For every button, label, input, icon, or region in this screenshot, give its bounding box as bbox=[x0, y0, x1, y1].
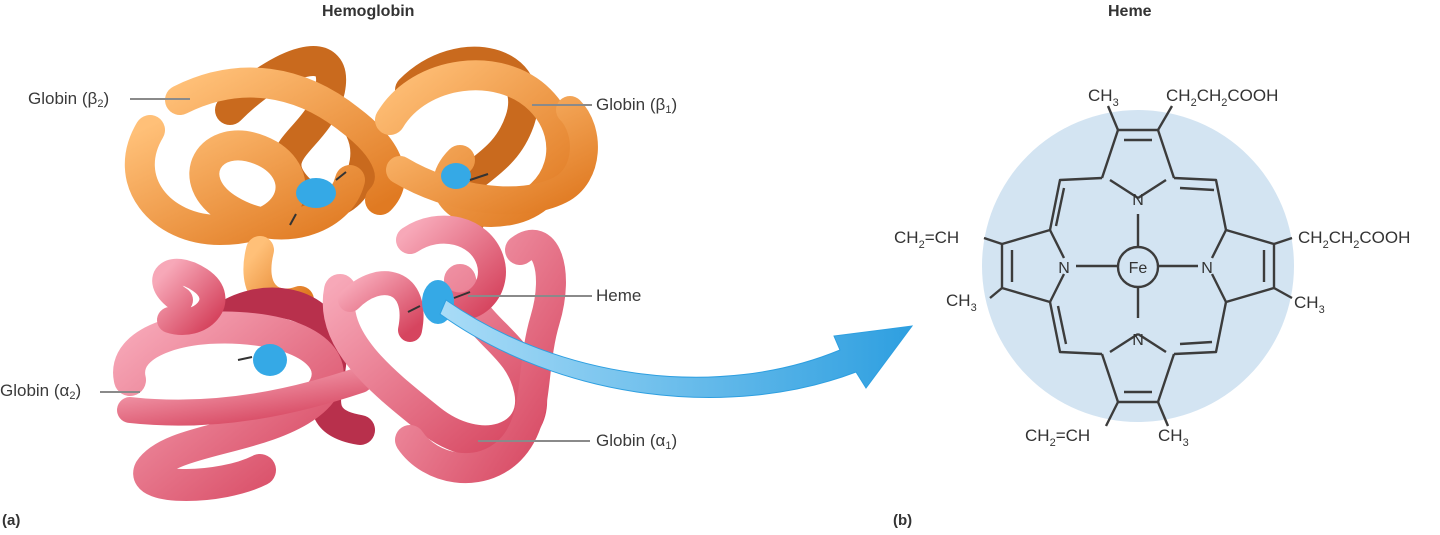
leader-globin-b1 bbox=[532, 104, 592, 106]
alpha2-strand-2 bbox=[152, 258, 226, 335]
heme-bond bbox=[289, 213, 297, 226]
group-top-left: CH3 bbox=[1088, 86, 1119, 109]
beta2-strand-1 bbox=[124, 115, 365, 245]
heme-bond bbox=[237, 356, 253, 361]
group-left-lower: CH3 bbox=[946, 291, 977, 314]
substituent-labels: CH3 CH2CH2COOH CH2=CH CH3 CH2CH2COOH CH3… bbox=[894, 86, 1410, 449]
leader-globin-b2 bbox=[130, 98, 190, 100]
group-bottom-right: CH3 bbox=[1158, 426, 1189, 449]
fe-circle bbox=[1116, 245, 1160, 289]
n-atom-top: N bbox=[1132, 192, 1144, 209]
heme-disc-beta1 bbox=[441, 163, 471, 189]
panel-b-letter: (b) bbox=[893, 512, 913, 529]
n-atom-right: N bbox=[1201, 260, 1213, 277]
panel-b-title: Heme bbox=[1108, 3, 1152, 20]
label-globin-beta2: Globin (β2) bbox=[28, 89, 110, 110]
n-atom-left: N bbox=[1058, 260, 1070, 277]
group-top-right: CH2CH2COOH bbox=[1166, 86, 1278, 109]
beta1-strand-2 bbox=[386, 96, 598, 215]
group-right-upper: CH2CH2COOH bbox=[1298, 228, 1410, 251]
heme-bond bbox=[453, 291, 471, 299]
alpha-back-strand bbox=[205, 287, 375, 445]
label-heme: Heme bbox=[596, 286, 642, 305]
alpha1-strand-4 bbox=[338, 271, 424, 342]
alpha1-strand-2 bbox=[396, 215, 506, 321]
heme-bond bbox=[469, 173, 489, 181]
group-left-upper: CH2=CH bbox=[894, 228, 959, 251]
panel-a-letter: (a) bbox=[2, 512, 21, 529]
alpha1-strand-3 bbox=[395, 229, 566, 484]
leader-globin-a2 bbox=[100, 391, 140, 393]
fe-atom-label: Fe bbox=[1129, 260, 1148, 277]
group-right-lower: CH3 bbox=[1294, 293, 1325, 316]
zoom-arrow bbox=[439, 299, 914, 398]
label-globin-beta1: Globin (β1) bbox=[596, 95, 678, 116]
atom-labels: Fe N N N N bbox=[1058, 192, 1213, 349]
alpha2-strand-3 bbox=[117, 367, 373, 426]
heme-disc-beta2 bbox=[296, 178, 336, 208]
leader-globin-a1 bbox=[478, 440, 590, 442]
leader-heme bbox=[468, 295, 592, 297]
panel-a-title: Hemoglobin bbox=[322, 3, 415, 20]
group-bottom-left: CH2=CH bbox=[1025, 426, 1090, 449]
label-globin-alpha2: Globin (α2) bbox=[0, 381, 82, 402]
n-atom-bottom: N bbox=[1132, 332, 1144, 349]
heme-bond bbox=[407, 305, 421, 313]
label-globin-alpha1: Globin (α1) bbox=[596, 431, 678, 452]
porphyrin-bonds bbox=[983, 105, 1293, 427]
heme-disc-alpha2 bbox=[253, 344, 287, 376]
heme-bond bbox=[335, 171, 347, 181]
alpha-chains bbox=[113, 215, 566, 501]
